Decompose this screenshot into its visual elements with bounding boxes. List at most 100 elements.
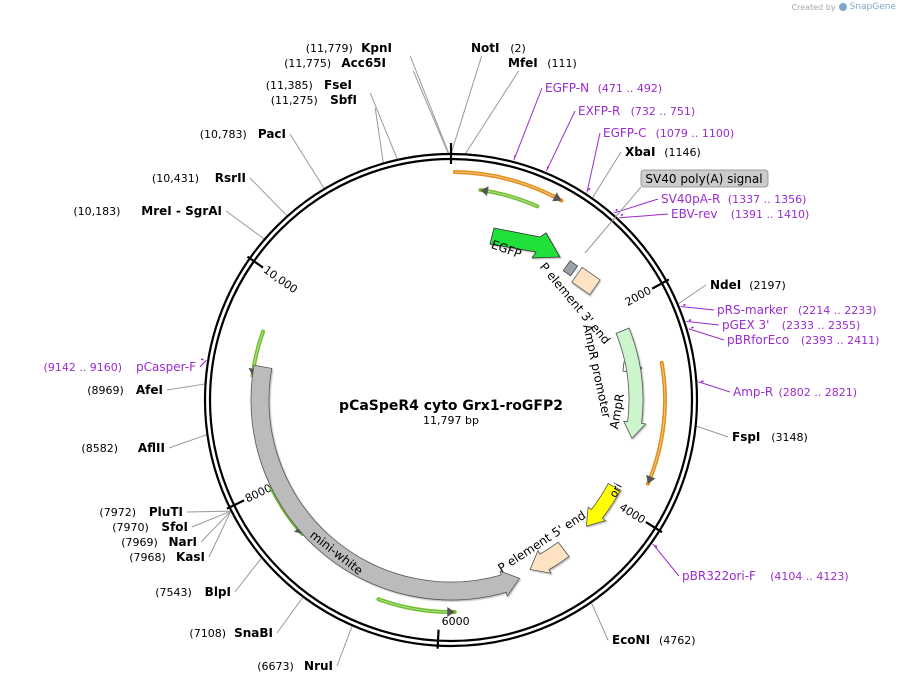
enzyme-lines [166, 55, 729, 667]
sv40-polya-feature[interactable] [562, 260, 579, 277]
enzyme-site-line [591, 602, 609, 641]
enzyme-name: KpnI [361, 41, 392, 55]
mini-white-feature[interactable] [250, 364, 521, 601]
enzyme-site-line [289, 133, 325, 189]
enzyme-name: AfeI [136, 383, 163, 397]
enzyme-site-line [249, 177, 288, 216]
enzyme-site[interactable]: FspI(3148) [732, 430, 808, 444]
enzyme-site[interactable]: AflII(8582) [81, 441, 165, 455]
ori-feature[interactable] [585, 483, 622, 527]
credit-prefix: Created by [791, 2, 836, 12]
primer-name: SV40pA-R [661, 192, 720, 206]
enzyme-site[interactable]: NruI(6673) [257, 659, 333, 673]
primer-site[interactable]: SV40pA-R(1337 .. 1356) [661, 192, 806, 206]
primer-site-line [688, 328, 725, 341]
enzyme-position: (8582) [81, 442, 118, 455]
primer-site[interactable]: Amp-R(2802 .. 2821) [733, 385, 857, 399]
orf-arrow [376, 597, 457, 614]
orf-arrowhead [447, 606, 455, 617]
primer-site[interactable]: EBV-rev(1391 .. 1410) [671, 207, 809, 221]
primer-site-line [686, 320, 720, 326]
enzyme-site[interactable]: BlpI(7543) [155, 585, 231, 599]
primer-name: pGEX 3' [722, 318, 769, 332]
primer-name: pCasper-F [136, 360, 196, 374]
primer-name: EGFP-N [545, 81, 589, 95]
enzyme-site-line [450, 55, 483, 154]
primer-site-line [619, 213, 669, 219]
orf-highlight [454, 171, 562, 202]
primer-site[interactable]: pCasper-F(9142 .. 9160) [44, 360, 197, 374]
primer-name: pBRforEco [727, 333, 789, 347]
enzyme-site[interactable]: Acc65I(11,775) [284, 56, 386, 70]
enzyme-site[interactable]: FseI(11,385) [266, 78, 352, 92]
enzyme-site[interactable]: SbfI(11,275) [271, 93, 357, 107]
primer-range: (732 .. 751) [631, 105, 696, 118]
enzyme-site[interactable]: PacI(10,783) [200, 127, 286, 141]
enzyme-site[interactable]: EcoNI(4762) [612, 633, 696, 647]
enzyme-name: PluTI [149, 505, 183, 519]
enzyme-site-line [369, 92, 398, 160]
enzyme-site-line [200, 511, 231, 543]
orf-arrowhead [552, 192, 562, 202]
egfp-feature[interactable] [489, 227, 561, 259]
enzyme-site-line [168, 434, 207, 449]
primer-site[interactable]: EGFP-C(1079 .. 1100) [603, 126, 734, 140]
enzyme-site[interactable]: PluTI(7972) [99, 505, 183, 519]
enzyme-position: (10,783) [200, 128, 247, 141]
sv40-polya-label: SV40 poly(A) signal [645, 172, 762, 186]
primer-site[interactable]: EXFP-R(732 .. 751) [578, 104, 695, 118]
primer-binding-mark [615, 208, 618, 212]
enzyme-position: (7543) [155, 586, 192, 599]
p-element-3-end-feature[interactable] [571, 266, 601, 296]
primer-site[interactable]: pGEX 3' (2333 .. 2355) [722, 318, 860, 332]
enzyme-name: MreI - SgrAI [141, 204, 222, 218]
enzyme-name: EcoNI [612, 633, 650, 647]
enzyme-site[interactable]: NdeI(2197) [710, 278, 786, 292]
primer-range: (1391 .. 1410) [731, 208, 810, 221]
enzyme-site[interactable]: XbaI(1146) [625, 145, 701, 159]
tick-mark [651, 278, 670, 290]
tick-label: 8000 [243, 481, 274, 505]
enzyme-position: (1146) [664, 146, 701, 159]
primer-binding-mark [620, 213, 624, 217]
enzyme-position: (7108) [189, 627, 226, 640]
enzyme-name: FspI [732, 430, 760, 444]
ampr-label: AmpR [607, 392, 627, 430]
primer-site[interactable]: pBR322ori-F(4104 .. 4123) [682, 569, 849, 583]
enzyme-site-line [592, 151, 622, 198]
enzyme-position: (10,183) [73, 205, 120, 218]
ampr-feature[interactable] [615, 327, 647, 440]
primer-range: (2333 .. 2355) [782, 319, 861, 332]
enzyme-name: NotI [471, 41, 500, 55]
enzyme-site[interactable]: KasI(7968) [129, 550, 205, 564]
snapgene-credit: Created by SnapGene [792, 2, 896, 12]
enzyme-site[interactable]: NotI(2) [471, 41, 526, 55]
enzyme-site[interactable]: SfoI(7970) [112, 520, 188, 534]
enzyme-site-line [166, 383, 205, 391]
primer-site[interactable]: pBRforEco (2393 .. 2411) [727, 333, 879, 347]
enzyme-position: (7969) [121, 536, 158, 549]
enzyme-site[interactable]: AfeI(8969) [87, 383, 163, 397]
enzyme-site[interactable]: SnaBI(7108) [189, 626, 273, 640]
enzyme-site[interactable]: MfeI(111) [508, 56, 577, 70]
primer-name: Amp-R [733, 385, 773, 399]
enzyme-site[interactable]: MreI - SgrAI (10,183) [73, 204, 222, 218]
primer-range: (2393 .. 2411) [801, 334, 880, 347]
tick-label: 10,000 [261, 263, 300, 296]
enzyme-site[interactable]: NarI(7969) [121, 535, 197, 549]
enzyme-site-line [465, 70, 520, 154]
p-element-5-end-feature[interactable] [529, 541, 570, 574]
tick-mark [436, 629, 440, 649]
mini-white-label: mini-white [307, 528, 365, 578]
primer-site[interactable]: EGFP-N(471 .. 492) [545, 81, 662, 95]
orf-arrow [478, 188, 540, 209]
enzyme-position: (6673) [257, 660, 294, 673]
enzyme-site[interactable]: RsrII(10,431) [152, 171, 246, 185]
plasmid-name: pCaSpeR4 cyto Grx1-roGFP2 [339, 398, 563, 414]
sv40-polya-callout[interactable]: SV40 poly(A) signal [640, 169, 769, 188]
primer-name: pRS-marker [717, 303, 788, 317]
primer-site[interactable]: pRS-marker(2214 .. 2233) [717, 303, 877, 317]
enzyme-name: Acc65I [341, 56, 386, 70]
enzyme-site[interactable]: KpnI(11,779) [306, 41, 392, 55]
